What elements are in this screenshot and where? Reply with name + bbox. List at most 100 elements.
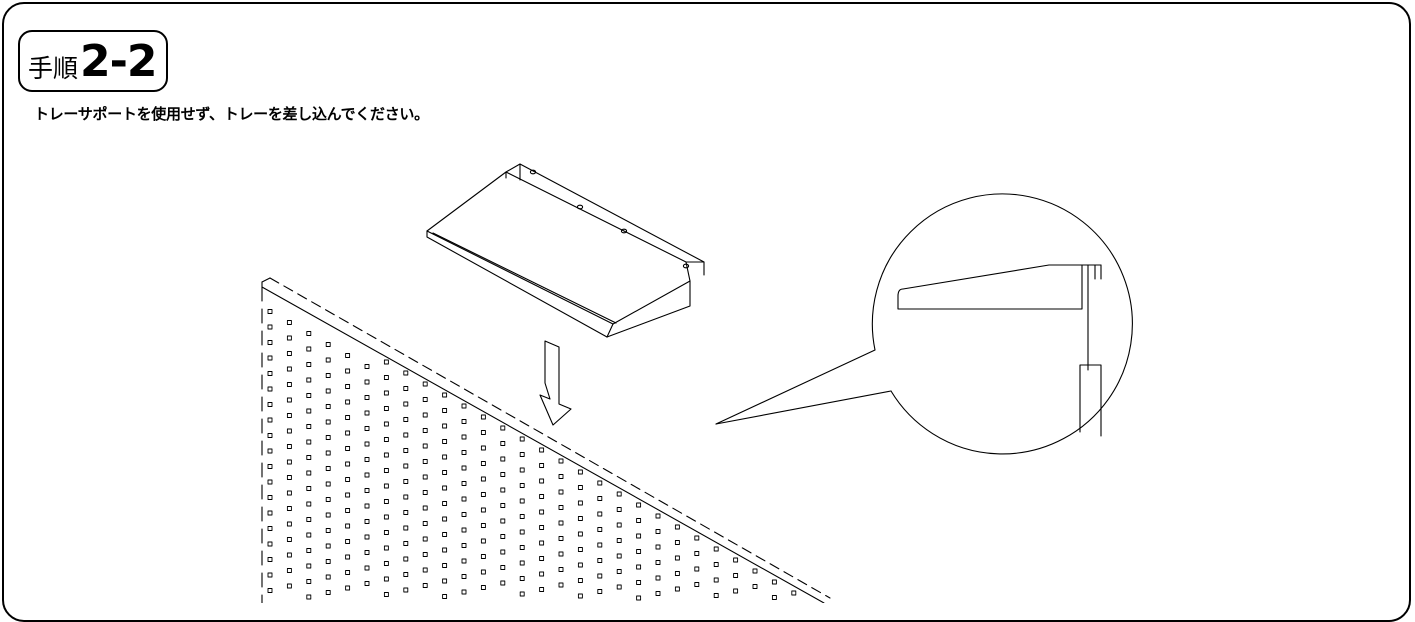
peg-hole	[267, 309, 273, 314]
peg-hole	[286, 413, 292, 418]
peg-hole	[267, 557, 273, 562]
peg-hole	[442, 516, 448, 522]
peg-hole	[771, 579, 777, 585]
peg-hole	[383, 499, 389, 504]
peg-hole	[403, 386, 409, 391]
peg-hole	[616, 553, 622, 559]
peg-hole	[364, 503, 370, 509]
peg-hole	[345, 554, 351, 560]
peg-hole	[422, 521, 428, 526]
peg-hole	[306, 424, 312, 429]
peg-hole	[325, 388, 331, 394]
peg-hole	[364, 364, 370, 369]
peg-hole	[616, 569, 622, 574]
peg-hole	[519, 576, 525, 581]
peg-hole	[539, 494, 545, 499]
peg-hole	[636, 533, 642, 539]
peg-hole	[364, 565, 370, 571]
peg-hole	[306, 455, 312, 460]
peg-hole	[597, 480, 603, 486]
peg-hole	[500, 518, 506, 524]
peg-hole	[306, 501, 312, 507]
peg-hole	[345, 399, 351, 405]
peg-hole	[500, 580, 506, 586]
peg-hole	[577, 516, 583, 521]
peg-hole	[403, 494, 409, 500]
peg-hole	[597, 573, 603, 579]
peg-hole	[500, 472, 506, 477]
tray	[426, 163, 705, 338]
peg-hole	[577, 593, 583, 599]
peg-hole	[422, 381, 428, 387]
peg-hole	[364, 441, 370, 447]
peg-hole	[422, 459, 428, 464]
peg-hole	[267, 464, 273, 469]
peg-hole	[364, 410, 370, 416]
peg-hole	[267, 541, 273, 547]
peg-hole	[655, 560, 661, 565]
peg-hole	[286, 397, 292, 403]
peg-hole	[364, 379, 370, 385]
peg-hole	[577, 578, 583, 583]
peg-hole	[442, 594, 448, 599]
peg-hole	[383, 375, 389, 380]
peg-hole	[345, 585, 351, 591]
peg-hole	[558, 474, 564, 479]
peg-hole	[422, 583, 428, 588]
peg-hole	[286, 335, 292, 341]
peg-hole	[558, 582, 564, 588]
peg-hole	[694, 535, 700, 541]
peg-hole	[286, 568, 292, 573]
peg-hole	[442, 485, 448, 491]
peg-hole	[306, 439, 312, 445]
pegboard-panel	[261, 277, 831, 603]
peg-hole	[345, 461, 351, 467]
peg-hole	[577, 562, 583, 568]
peg-hole	[519, 560, 525, 566]
peg-hole	[519, 498, 525, 504]
peg-hole	[383, 437, 389, 442]
peg-hole	[422, 536, 428, 542]
peg-hole	[422, 552, 428, 557]
peg-hole	[403, 448, 409, 453]
peg-hole	[422, 567, 428, 573]
detail-magnifier	[715, 193, 1133, 455]
peg-hole	[713, 577, 719, 583]
peg-hole	[325, 435, 331, 440]
peg-hole	[286, 366, 292, 372]
peg-hole	[597, 542, 603, 548]
peg-hole	[558, 567, 564, 572]
peg-hole	[558, 505, 564, 510]
peg-hole	[267, 340, 273, 345]
peg-hole	[267, 371, 273, 376]
peg-hole	[286, 521, 292, 527]
peg-hole	[480, 414, 486, 420]
peg-hole	[597, 558, 603, 563]
peg-hole	[364, 395, 370, 400]
peg-hole	[597, 527, 603, 532]
peg-hole	[422, 505, 428, 511]
peg-hole	[403, 572, 409, 577]
peg-hole	[345, 539, 351, 544]
peg-hole	[597, 511, 603, 517]
peg-hole	[480, 554, 486, 559]
peg-hole	[461, 543, 467, 548]
peg-hole	[267, 448, 273, 454]
peg-hole	[286, 537, 292, 542]
peg-hole	[267, 495, 273, 500]
peg-hole	[674, 586, 680, 592]
peg-hole	[325, 574, 331, 580]
peg-hole	[267, 572, 273, 578]
peg-hole	[286, 583, 292, 589]
peg-hole	[519, 514, 525, 519]
peg-hole	[461, 450, 467, 455]
peg-hole	[442, 547, 448, 553]
peg-hole	[616, 584, 622, 590]
peg-hole	[539, 587, 545, 592]
peg-hole	[480, 569, 486, 575]
peg-hole	[364, 581, 370, 586]
peg-hole	[325, 419, 331, 425]
peg-hole	[713, 562, 719, 567]
assembly-illustration	[261, 163, 1133, 603]
peg-hole	[325, 466, 331, 471]
